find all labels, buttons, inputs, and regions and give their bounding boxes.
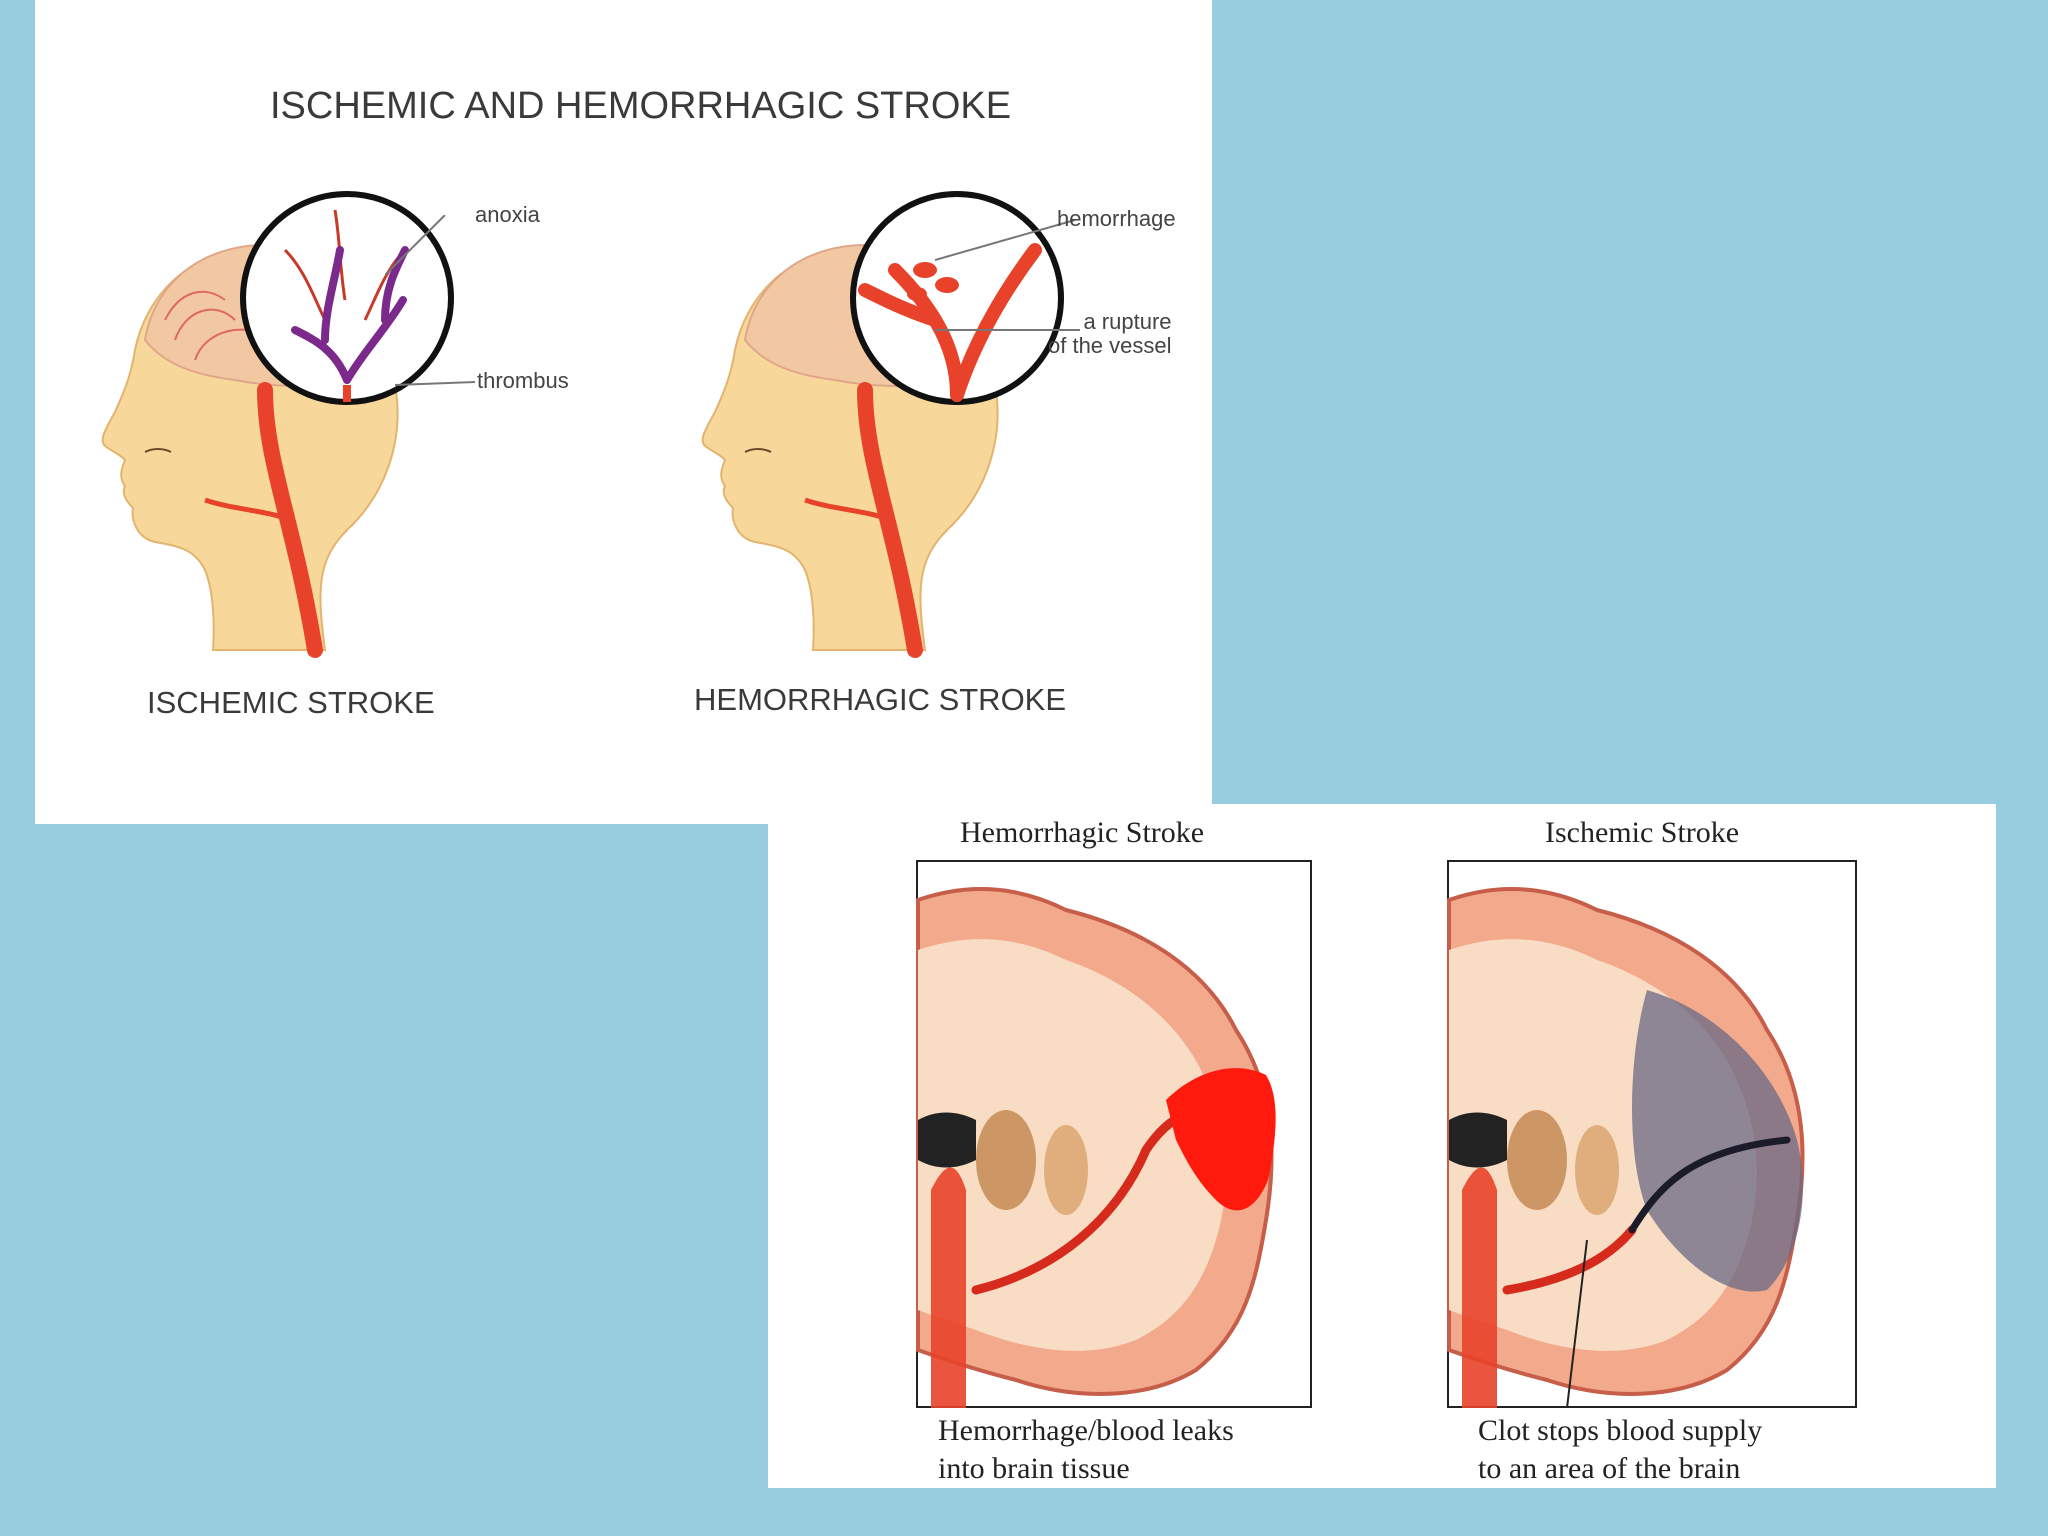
- thrombus-clot: [291, 246, 409, 384]
- clot-pointer-line: [1566, 1239, 1588, 1408]
- rupture-label-line2: of the vessel: [1048, 333, 1172, 358]
- ischemic-caption-line2: to an area of the brain: [1478, 1452, 1741, 1485]
- ischemic-caption: Clot stops blood supply to an area of th…: [1478, 1412, 1762, 1488]
- middle-cerebral-artery: [1502, 1225, 1637, 1295]
- anoxia-label: anoxia: [475, 202, 540, 227]
- carotid-artery: [257, 382, 323, 658]
- rupture-label-line1: a rupture: [1083, 309, 1172, 334]
- bottom-brain-section-panel: Hemorrhagic Stroke Ischemic Stroke He: [768, 804, 1996, 1488]
- thrombus-label: thrombus: [477, 368, 569, 393]
- blocked-artery: [1628, 1136, 1791, 1234]
- facial-artery: [204, 497, 291, 523]
- basal-ganglia: [976, 1110, 1036, 1210]
- ventricle: [918, 1112, 976, 1168]
- main-title: ISCHEMIC AND HEMORRHAGIC STROKE: [270, 85, 1012, 127]
- hemorrhagic-head-illustration: [701, 191, 1064, 658]
- hemorrhage-blood: [1166, 1068, 1276, 1211]
- right-callout-lines: [935, 219, 1080, 331]
- facial-artery: [804, 497, 891, 523]
- putamen: [1575, 1125, 1619, 1215]
- ischemic-zone: [1632, 990, 1803, 1292]
- vertical-artery: [931, 1167, 966, 1408]
- top-illustration-panel: ISCHEMIC AND HEMORRHAGIC STROKE anoxi: [35, 0, 1212, 824]
- ischemic-stroke-caption: ISCHEMIC STROKE: [147, 685, 435, 720]
- ventricle: [1449, 1112, 1507, 1168]
- putamen: [1044, 1125, 1088, 1215]
- carotid-artery: [857, 382, 923, 658]
- ischemic-head-illustration: [101, 191, 454, 658]
- hemorrhagic-brain-section: [916, 860, 1312, 1408]
- hemorrhagic-caption: Hemorrhage/blood leaks into brain tissue: [938, 1412, 1234, 1488]
- blood-drops: [907, 262, 959, 301]
- hemorrhage-label: hemorrhage: [1057, 206, 1176, 231]
- closed-eye: [744, 448, 772, 453]
- hemorrhagic-stroke-title: Hemorrhagic Stroke: [960, 816, 1205, 849]
- hemorrhagic-caption-line1: Hemorrhage/blood leaks: [938, 1414, 1234, 1447]
- hemorrhagic-caption-line2: into brain tissue: [938, 1452, 1130, 1485]
- ischemic-stroke-title: Ischemic Stroke: [1545, 816, 1740, 849]
- left-callout-lines: [385, 215, 476, 386]
- ischemic-brain-section: [1447, 860, 1857, 1408]
- hemorrhagic-stroke-caption: HEMORRHAGIC STROKE: [694, 682, 1067, 717]
- ischemic-caption-line1: Clot stops blood supply: [1478, 1414, 1763, 1447]
- closed-eye: [144, 448, 172, 453]
- vertical-artery: [1462, 1167, 1497, 1408]
- basal-ganglia: [1507, 1110, 1567, 1210]
- rupture-label: a rupture of the vessel: [1048, 310, 1172, 358]
